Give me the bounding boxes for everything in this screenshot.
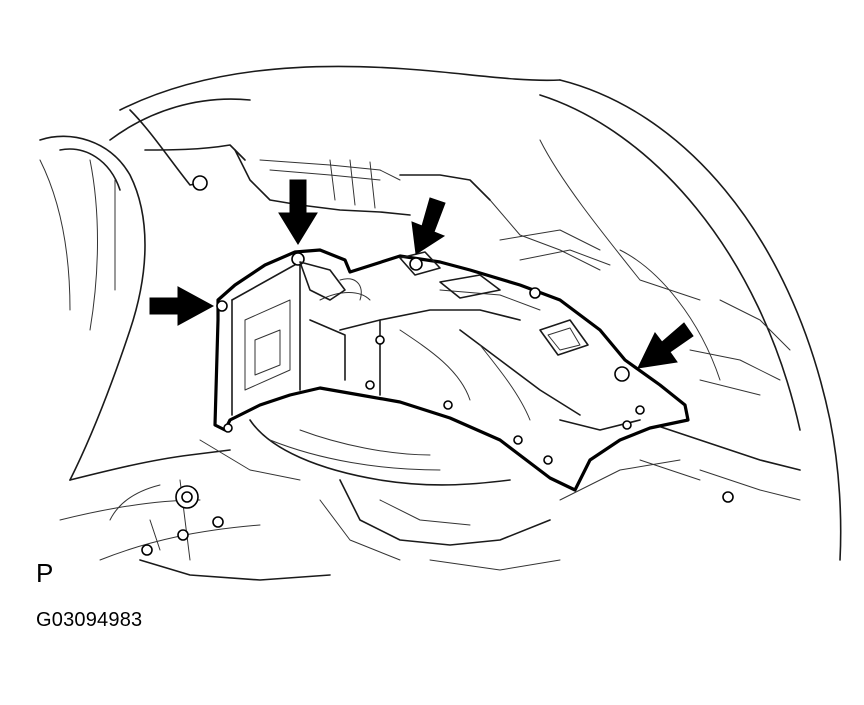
lower-left-structure <box>59 439 331 581</box>
upper-body-structure <box>192 149 611 271</box>
view-letter-label: P <box>36 558 54 588</box>
arrow-top-center-bolt <box>411 197 446 255</box>
fender-outline <box>109 65 842 561</box>
arrow-left-edge-bolt <box>149 286 215 326</box>
engine-underside <box>249 419 681 571</box>
engine-under-cover <box>213 248 690 492</box>
tire-left-outline <box>39 109 246 481</box>
arrow-right-bolt <box>637 322 694 369</box>
figure-code-label: G03094983 <box>36 609 143 631</box>
right-lower-structure <box>639 299 801 503</box>
arrow-top-left-bolt <box>278 179 318 245</box>
